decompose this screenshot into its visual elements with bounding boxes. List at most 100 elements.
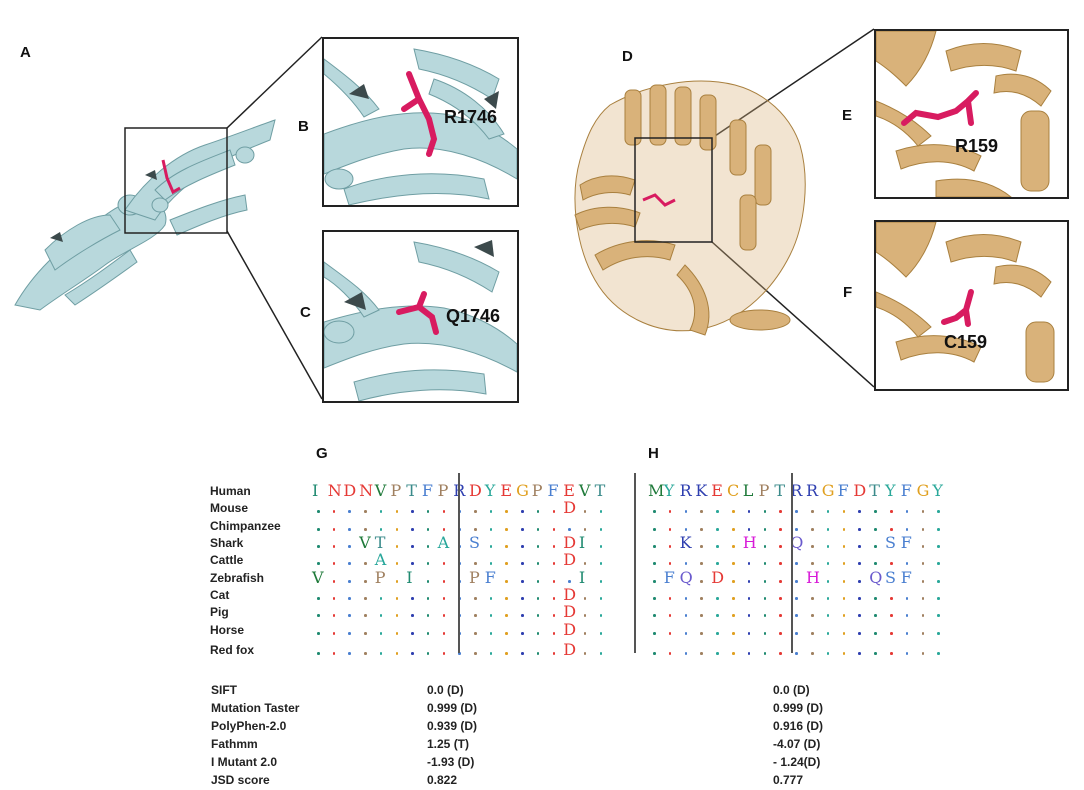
conserved-dot [521,580,524,583]
conserved-dot [795,632,798,635]
residue-letter: V [312,568,324,587]
residue-letter: R [679,481,692,500]
conserved-dot [348,597,351,600]
conserved-dot [905,632,909,635]
conserved-dot [521,614,524,617]
score-value-g: 0.939 (D) [427,719,478,733]
conserved-dot [811,614,814,617]
inset-c: Q1746 [322,230,519,403]
conserved-dot [536,562,540,565]
residue-letter: G [821,481,835,500]
conserved-dot [763,632,767,635]
conserved-dot [668,632,672,635]
conserved-dot [858,528,861,531]
conserved-dot [937,652,940,655]
conserved-dot [795,562,798,565]
conserved-dot [858,632,861,635]
conserved-dot [442,510,446,513]
conserved-dot [426,562,430,565]
residue-letter: P [390,481,402,500]
conserved-dot [937,545,940,548]
conserved-dot [653,510,656,513]
conserved-dot [317,510,320,513]
inset-f: C159 [874,220,1069,391]
conserved-dot [795,652,798,655]
conserved-dot [890,632,893,635]
conserved-dot [937,510,940,513]
conserved-dot [395,562,398,565]
species-label: Shark [210,536,244,550]
conserved-dot [411,632,414,635]
residue-letter: E [500,481,513,500]
conserved-dot [411,545,414,548]
conserved-dot [874,597,877,600]
conserved-dot [442,652,446,655]
conserved-dot [458,632,461,635]
conserved-dot [842,597,846,600]
conserved-dot [874,632,877,635]
conserved-dot [568,580,571,583]
conserved-dot [599,545,603,548]
conserved-dot [653,562,656,565]
residue-letter: D [563,602,577,621]
residue-letter: M [648,481,665,500]
conserved-dot [583,614,587,617]
conserved-dot [874,545,877,548]
conserved-dot [874,614,877,617]
conserved-dot [858,614,861,617]
conserved-dot [732,632,735,635]
conserved-dot [842,545,846,548]
residue-letter: I [312,481,319,500]
residue-letter: K [679,533,692,552]
conserved-dot [684,597,688,600]
residue-letter: H [742,533,757,552]
conserved-dot [826,580,830,583]
conserved-dot [700,510,703,513]
conserved-dot [426,580,430,583]
residue-letter: F [421,481,433,500]
conserved-dot [795,614,798,617]
residue-letter: E [563,481,575,500]
conserved-dot [684,510,688,513]
conserved-dot [716,652,719,655]
conserved-dot [905,510,909,513]
conserved-dot [747,580,751,583]
conserved-dot [599,632,603,635]
conserved-dot [763,562,767,565]
conserved-dot [890,562,893,565]
conserved-dot [668,545,672,548]
conserved-dot [505,562,508,565]
conserved-dot [317,528,320,531]
score-value-g: 0.822 [427,773,458,787]
conserved-dot [842,614,846,617]
residue-letter: D [563,585,577,604]
residue-letter: F [900,481,912,500]
conserved-dot [411,597,414,600]
conserved-dot [811,510,814,513]
conserved-dot [653,528,656,531]
residue-letter: I [406,568,413,587]
species-label: Horse [210,623,245,637]
conserved-dot [684,632,688,635]
conserved-dot [684,614,688,617]
conserved-dot [521,632,524,635]
conserved-dot [779,632,782,635]
species-label: Chimpanzee [210,519,281,533]
conserved-dot [332,652,336,655]
protein-structure-a [14,119,276,311]
conserved-dot [364,614,367,617]
conserved-dot [521,597,524,600]
conserved-dot [905,614,909,617]
conserved-dot [700,528,703,531]
conserved-dot [842,510,846,513]
conserved-dot [552,597,555,600]
conserved-dot [348,528,351,531]
conserved-dot [779,614,782,617]
conserved-dot [364,632,367,635]
conserved-dot [489,545,493,548]
conserved-dot [442,632,446,635]
conserved-dot [716,528,719,531]
conserved-dot [536,528,540,531]
conserved-dot [332,632,336,635]
residue-letter: I [578,568,586,587]
